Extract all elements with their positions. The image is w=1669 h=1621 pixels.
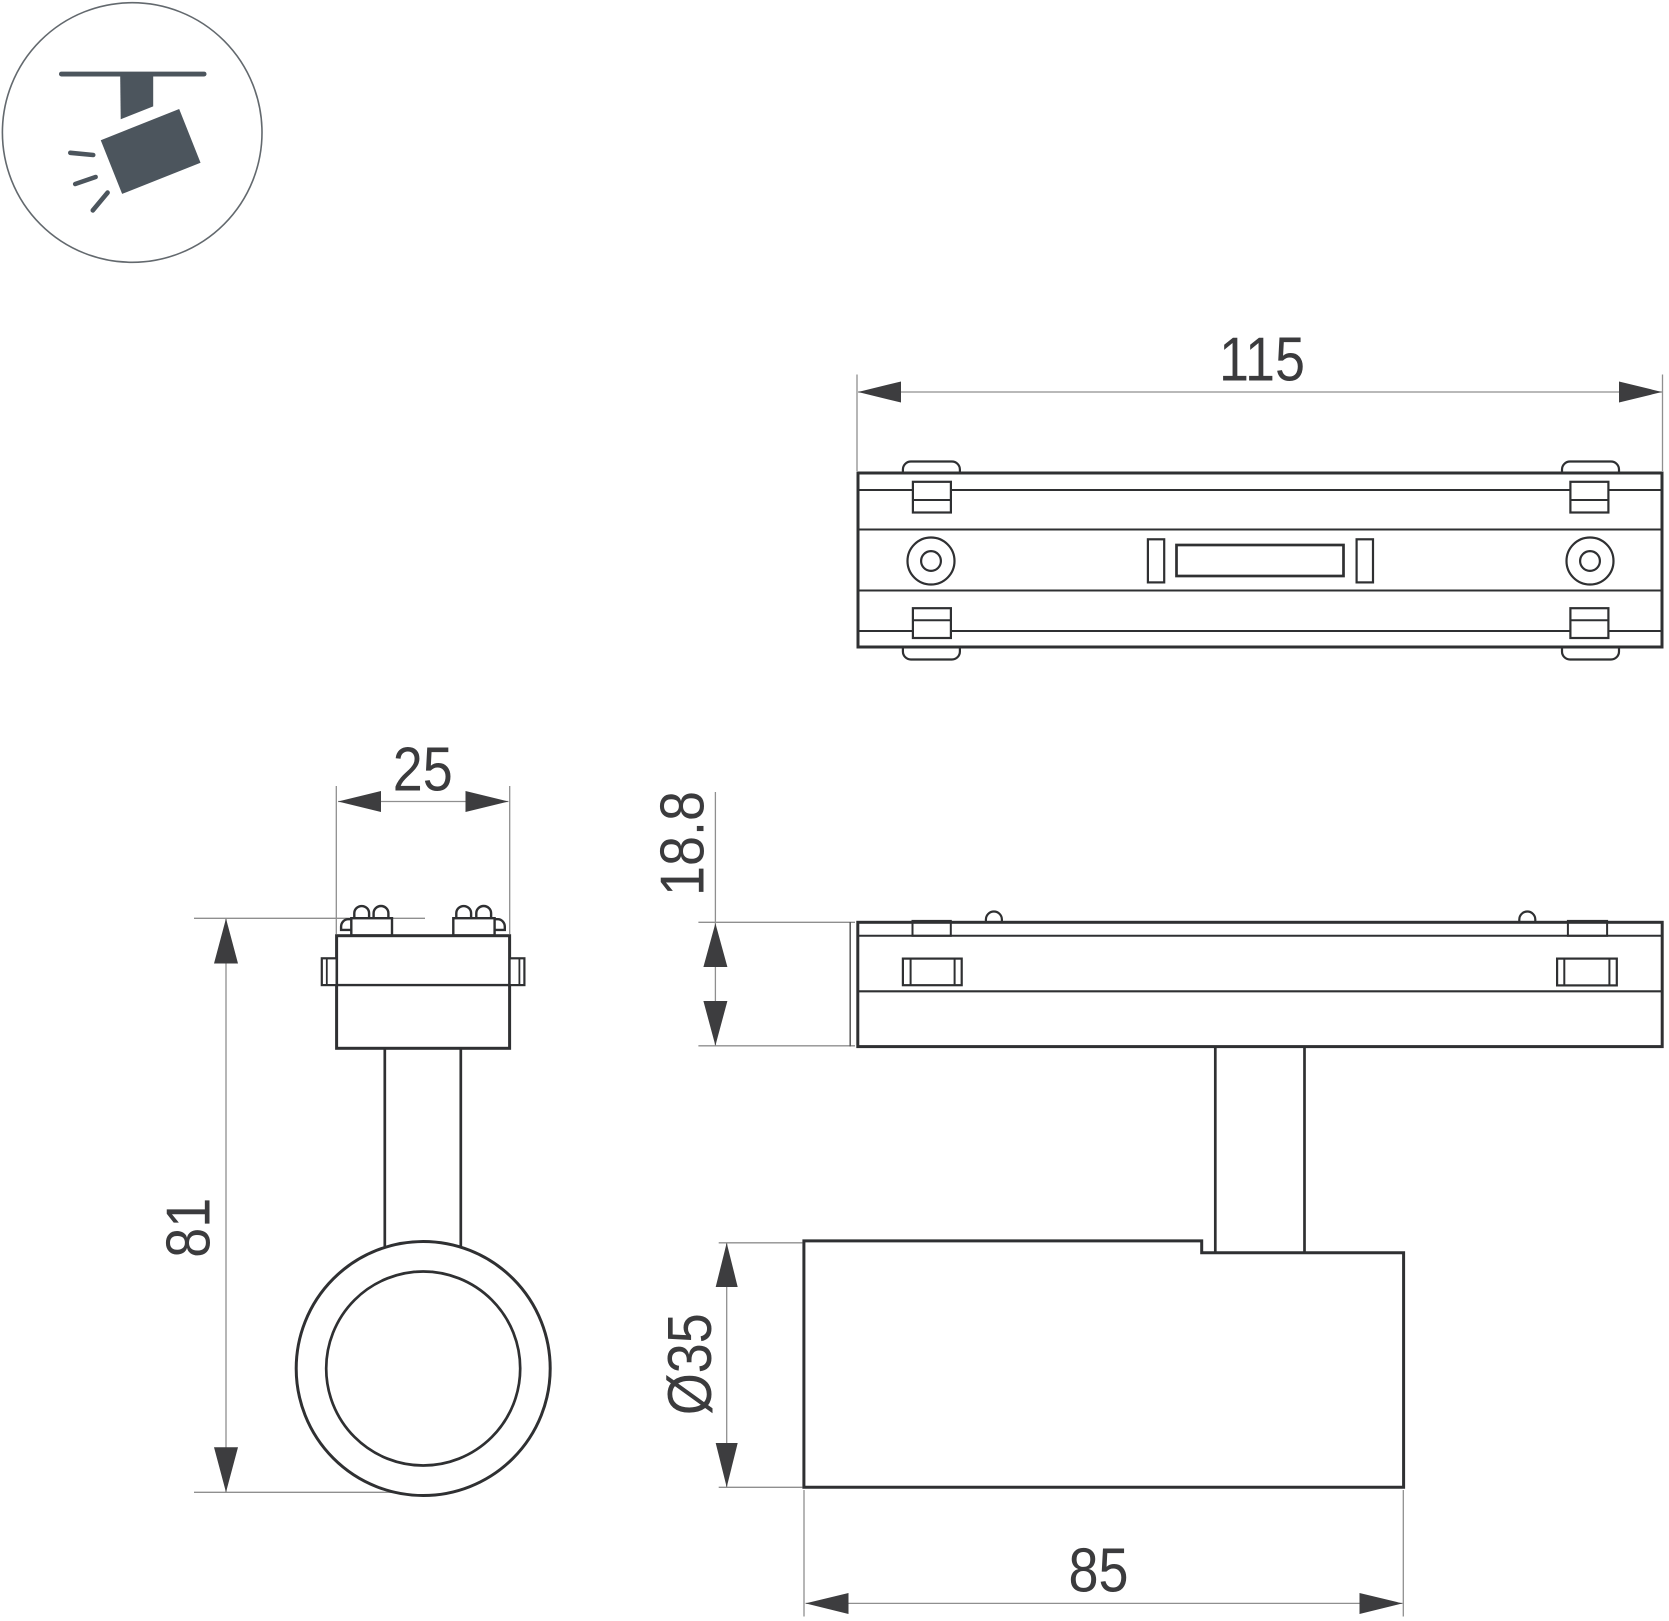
svg-text:18.8: 18.8 [648,791,717,896]
svg-text:115: 115 [1219,325,1305,394]
svg-text:Ø35: Ø35 [656,1313,725,1415]
svg-text:25: 25 [393,735,453,804]
svg-text:85: 85 [1069,1536,1129,1605]
svg-text:81: 81 [154,1198,223,1258]
